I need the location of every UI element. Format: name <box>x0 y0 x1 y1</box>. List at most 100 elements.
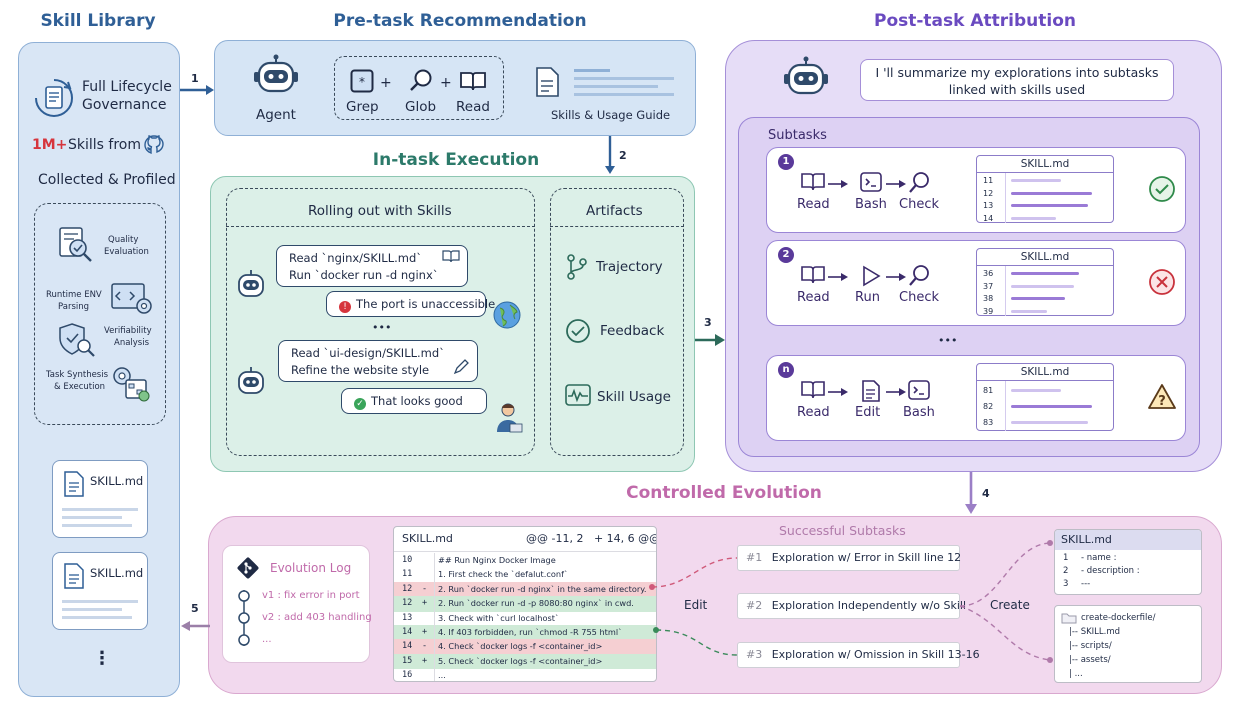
skill-line-number: 11 <box>983 176 994 185</box>
placeholder-line <box>62 600 138 603</box>
failure-status-icon <box>1149 269 1175 295</box>
diff-line-number: 11 <box>402 569 413 580</box>
glob-magnifier-icon <box>410 69 432 91</box>
diff-line-number: 12 <box>402 583 413 594</box>
step-arrow <box>886 273 906 281</box>
glob-label: Glob <box>405 99 437 115</box>
diff-row-ctx: 11 1. First check the `defalut.conf` <box>394 567 656 583</box>
diff-line-text: ## Run Nginx Docker Image <box>438 555 556 565</box>
placeholder-line <box>62 616 132 619</box>
subtask-skill-file-name: SKILL.md <box>977 364 1113 381</box>
new-skill-tree-card: create-dockerfile/|-- SKILL.md|-- script… <box>1054 605 1202 683</box>
subtask-step-label: Edit <box>855 405 881 420</box>
successful-subtask-1: #1 Exploration w/ Error in Skill line 12 <box>737 545 961 571</box>
tree-entry: |-- assets/ <box>1069 655 1111 665</box>
agent-robot-icon <box>784 56 828 95</box>
plus-sign: + <box>440 75 452 91</box>
pre-task-title: Pre-task Recommendation <box>333 11 587 31</box>
git-diamond-icon <box>237 557 259 579</box>
summary-text-line2: linked with skills used <box>948 82 1086 97</box>
skill-line-bar <box>1011 272 1079 276</box>
globe-icon <box>493 301 521 329</box>
diff-sign: - <box>422 583 428 594</box>
check-step-icon <box>909 172 929 193</box>
summary-text-line1: I 'll summarize my explorations into sub… <box>875 65 1159 80</box>
subtask-step-label: Read <box>797 197 830 212</box>
feedback-label: Feedback <box>600 323 665 339</box>
artifacts-title: Artifacts <box>586 203 643 219</box>
step-4-arrow <box>965 472 977 514</box>
version-timeline-icon <box>238 590 250 646</box>
new-skill-header <box>1055 530 1201 550</box>
skill-usage-label: Skill Usage <box>597 389 671 405</box>
diff-line-text: 3. Check with `curl localhost` <box>438 612 560 623</box>
collected-profiled-label: Collected & Profiled <box>38 172 176 188</box>
user-message-bubble: ✓That looks good <box>341 388 487 414</box>
quality-label-line2: Evaluation <box>104 247 149 257</box>
skill-line-number: 82 <box>983 402 994 411</box>
user-message-bubble: ! The port is unaccessible <box>326 291 495 317</box>
pencil-icon <box>453 359 469 375</box>
summary-speech-box: I 'll summarize my explorations into sub… <box>860 59 1174 101</box>
trajectory-label: Trajectory <box>596 259 663 275</box>
diff-line-number: 16 <box>402 670 413 681</box>
subtask-text: Exploration Independently w/o Skill <box>771 599 967 612</box>
read-label: Read <box>456 99 490 115</box>
version-entry: ... <box>262 634 272 645</box>
evolution-log-title: Evolution Log <box>270 561 352 575</box>
diff-row-ctx: 13 3. Check with `curl localhost` <box>394 611 656 627</box>
skill-line-number: 14 <box>983 213 994 223</box>
step-4-number: 4 <box>982 487 990 500</box>
task-synthesis-label-line1: Task Synthesis <box>46 370 109 380</box>
skill-file-icon <box>64 471 84 497</box>
svg-text:*: * <box>358 75 365 89</box>
step-arrow <box>886 388 906 396</box>
new-skill-line-number: 2 <box>1063 566 1069 576</box>
subtask-step-label: Read <box>797 405 830 420</box>
diff-line-text: ... <box>438 670 446 681</box>
skill-line-number: 81 <box>983 386 994 395</box>
read-step-icon <box>801 381 825 399</box>
diff-line-number: 12 <box>402 598 413 609</box>
step-1-arrow <box>180 85 214 95</box>
more-ellipsis: ⋮ <box>93 648 111 669</box>
user-message-text: The port is unaccessible <box>356 297 496 311</box>
new-skill-card: SKILL.md 1- name :2- description :3--- <box>1054 529 1202 595</box>
subtasks-title: Subtasks <box>768 128 827 143</box>
post-task-title: Post-task Attribution <box>873 11 1076 31</box>
skill-line-number: 38 <box>983 294 994 303</box>
agent-robot-icon <box>254 54 298 93</box>
edit-step-icon <box>862 380 880 402</box>
successful-subtasks-title: Successful Subtasks <box>779 523 906 538</box>
skill-line-number: 13 <box>983 201 994 210</box>
profiling-box <box>34 203 166 425</box>
ellipsis: ••• <box>938 334 958 347</box>
agent-message-bubble: Read `nginx/SKILL.md` Run `docker run -d… <box>276 245 468 287</box>
diff-line-number: 13 <box>402 612 413 623</box>
tree-entry: | ... <box>1069 669 1083 679</box>
diff-line-text: 1. First check the `defalut.conf` <box>438 569 569 580</box>
diff-row-add: 15+5. Check `docker logs -f <container_i… <box>394 653 656 670</box>
verifiability-label-line1: Verifiability <box>104 326 152 336</box>
diff-sign: + <box>422 627 428 637</box>
agent-message-line: Read `nginx/SKILL.md` <box>289 251 423 265</box>
diff-sign: + <box>422 598 428 609</box>
error-icon: ! <box>339 301 351 313</box>
svg-text:?: ? <box>1158 394 1166 409</box>
ellipsis: ••• <box>372 321 392 334</box>
subtask-number-badge: 2 <box>778 247 794 263</box>
feedback-check-icon <box>566 319 590 343</box>
placeholder-line <box>62 508 138 511</box>
runtime-label-line2: Parsing <box>58 302 90 312</box>
diff-file-name: SKILL.md <box>402 532 453 545</box>
step-5-number: 5 <box>191 602 199 615</box>
warning-status-icon: ? <box>1148 384 1176 409</box>
subtask-skill-file-name: SKILL.md <box>977 249 1113 266</box>
diff-row-add: 12+2. Run `docker run -d -p 8080:80 ngin… <box>394 596 656 612</box>
quality-evaluation-icon <box>59 227 92 262</box>
read-book-icon <box>460 72 486 91</box>
diff-line-text: 4. Check `docker logs -f <container_id> <box>438 641 603 652</box>
placeholder-line <box>62 524 132 527</box>
